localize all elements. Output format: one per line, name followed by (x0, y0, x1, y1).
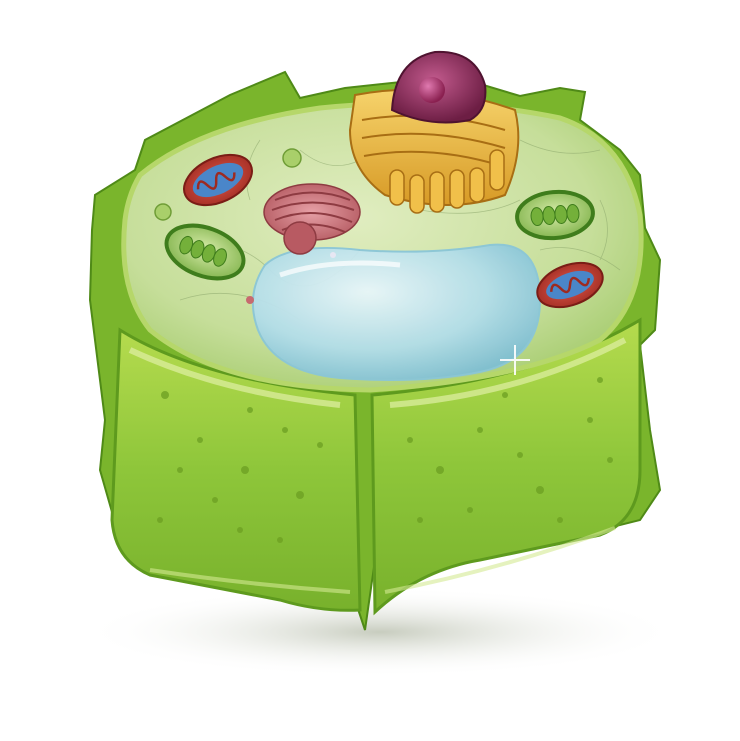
sparkle-highlight (500, 345, 530, 375)
central-vacuole (251, 243, 542, 381)
chloroplast-right (515, 189, 595, 241)
mitochondrion-right (536, 261, 604, 309)
vacuole-highlight (279, 260, 401, 278)
vesicles (154, 148, 336, 304)
mitochondrion-left (183, 153, 253, 207)
ground-shadow (80, 587, 680, 677)
wall-highlight-right (389, 337, 627, 408)
chloroplast-left (164, 223, 246, 281)
wall-bottom-highlight-right (384, 526, 616, 594)
nucleus (390, 50, 487, 124)
wall-bottom-highlight-left (149, 568, 351, 594)
plasmodesmata-pits (157, 377, 613, 543)
nucleolus (419, 77, 445, 103)
golgi-apparatus (348, 89, 520, 214)
wall-highlight-left (128, 347, 341, 408)
rough-endoplasmic-reticulum (263, 183, 361, 255)
